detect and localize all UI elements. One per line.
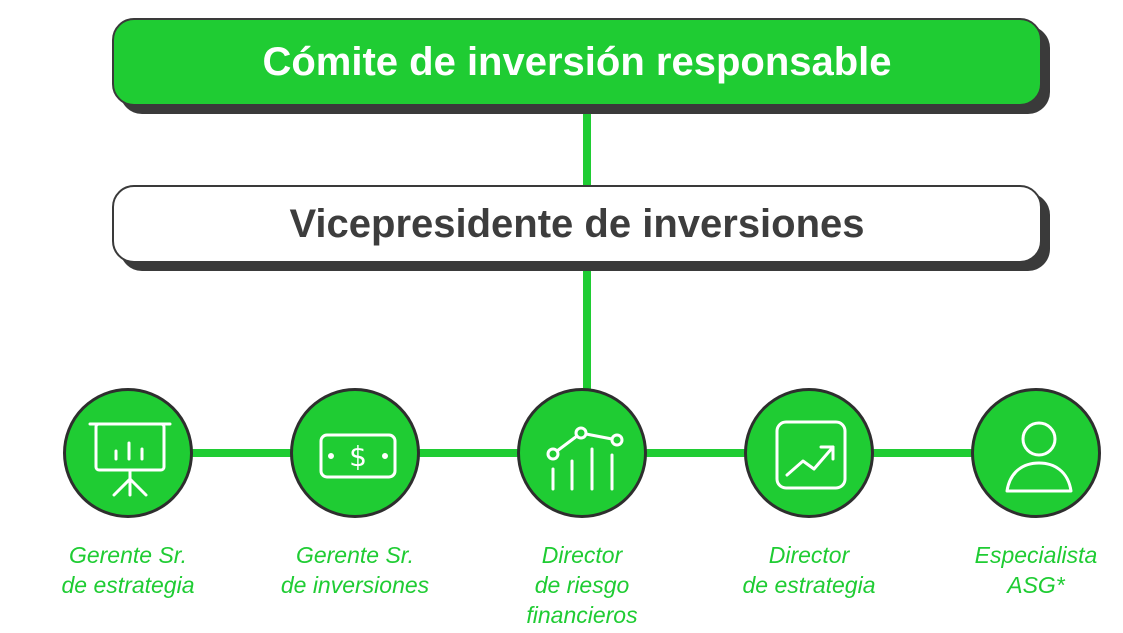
vp-box: Vicepresidente de inversiones: [112, 185, 1042, 263]
role-label-financial-risk-director: Director de riesgo financieros: [472, 540, 692, 630]
presentation-chart-icon: [88, 422, 172, 497]
role-label-line: de estrategia: [742, 572, 876, 598]
connector-vp-team: [583, 268, 591, 398]
role-label-line: Gerente Sr.: [68, 542, 188, 568]
vp-title: Vicepresidente de inversiones: [289, 201, 865, 246]
role-label-line: Especialista: [974, 542, 1098, 568]
svg-text:$: $: [349, 440, 367, 473]
role-node-strategy-director: [744, 388, 874, 518]
role-node-investment-manager: $: [290, 388, 420, 518]
role-label-line: Gerente Sr.: [295, 542, 415, 568]
role-label-strategy-manager: Gerente Sr. de estrategia: [18, 540, 238, 600]
role-label-line: Director: [768, 542, 850, 568]
role-node-esg-specialist: [971, 388, 1101, 518]
role-label-line: de riesgo: [534, 572, 630, 598]
committee-box: Cómite de inversión responsable: [112, 18, 1042, 106]
role-label-esg-specialist: Especialista ASG*: [926, 540, 1123, 600]
committee-title: Cómite de inversión responsable: [262, 39, 892, 84]
role-node-strategy-manager: [63, 388, 193, 518]
role-label-line: financieros: [526, 602, 638, 628]
role-label-strategy-director: Director de estrategia: [699, 540, 919, 600]
connector-committee-vp: [583, 112, 591, 188]
role-label-investment-manager: Gerente Sr. de inversiones: [245, 540, 465, 600]
role-label-line: de estrategia: [61, 572, 195, 598]
growth-chart-icon: [775, 420, 847, 490]
role-label-line: ASG*: [1007, 572, 1065, 598]
role-label-line: de inversiones: [280, 572, 430, 598]
user-icon: [1005, 421, 1073, 493]
dollar-bill-icon: $: [319, 433, 397, 479]
role-node-financial-risk-director: [517, 388, 647, 518]
risk-analytics-icon: [546, 426, 624, 491]
role-label-line: Director: [541, 542, 623, 568]
